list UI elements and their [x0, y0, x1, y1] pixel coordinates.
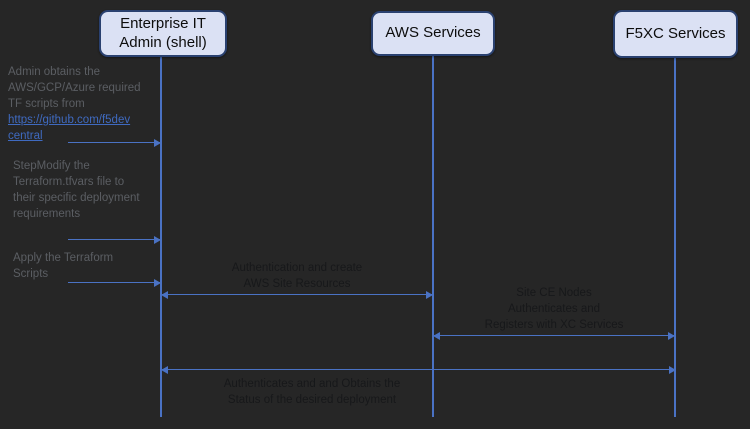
actor-enterprise-admin-label: Enterprise IT Admin (shell): [119, 14, 207, 51]
actor-f5xc-services: F5XC Services: [613, 10, 738, 58]
arrow-ce-register: [433, 332, 675, 340]
arrowhead-right-icon: [154, 279, 161, 287]
step-note-apply-terraform: Apply the Terraform Scripts: [13, 250, 173, 282]
message-label-auth-create-aws: Authentication and create AWS Site Resou…: [231, 262, 363, 290]
arrow-status-check: [161, 366, 676, 374]
arrowhead-right-icon: [669, 366, 676, 374]
actor-f5xc-services-label: F5XC Services: [625, 24, 726, 42]
message-label-ce-register: Site CE Nodes Authenticates and Register…: [484, 287, 624, 331]
arrowhead-right-icon: [154, 139, 161, 147]
arrow-apply-terraform: [68, 279, 161, 287]
step-note-modify-tfvars: StepModify the Terraform.tfvars file to …: [13, 158, 173, 222]
arrowhead-left-icon: [161, 366, 168, 374]
message-label-status-check: Authenticates and and Obtains the Status…: [223, 378, 401, 406]
arrow-auth-create-aws: [161, 291, 433, 299]
arrowhead-right-icon: [668, 332, 675, 340]
step-note-obtain-scripts: Admin obtains the AWS/GCP/Azure required…: [8, 64, 168, 144]
github-link[interactable]: https://github.com/f5dev central: [8, 114, 131, 142]
lifeline-f5xc-services: [674, 58, 676, 417]
actor-aws-services: AWS Services: [371, 11, 495, 56]
actor-aws-services-label: AWS Services: [385, 24, 481, 42]
step-note-apply-terraform-text: Apply the Terraform Scripts: [13, 252, 114, 280]
arrowhead-left-icon: [433, 332, 440, 340]
arrowhead-left-icon: [161, 291, 168, 299]
arrow-download-scripts: [68, 139, 161, 147]
arrowhead-right-icon: [154, 236, 161, 244]
lifeline-aws-services: [432, 56, 434, 417]
arrow-modify-tfvars: [68, 236, 161, 244]
lifeline-enterprise-admin: [160, 57, 162, 417]
actor-enterprise-admin: Enterprise IT Admin (shell): [99, 10, 227, 57]
step-note-modify-tfvars-text: StepModify the Terraform.tfvars file to …: [13, 160, 140, 220]
arrowhead-right-icon: [426, 291, 433, 299]
step-note-obtain-scripts-text: Admin obtains the AWS/GCP/Azure required…: [8, 66, 141, 110]
